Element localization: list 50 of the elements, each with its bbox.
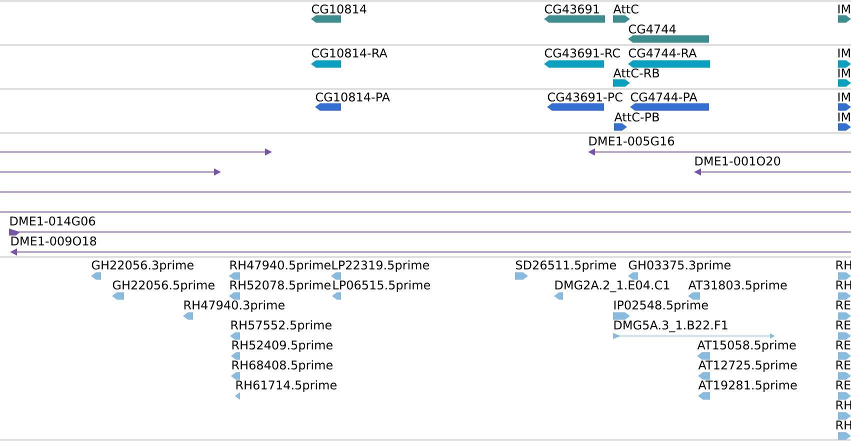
feature-label: DMG2A.2_1.E04.C1 (555, 280, 670, 292)
feature-label: CG10814-PA (316, 92, 390, 102)
feature-label: AttC-RB (613, 68, 660, 78)
feature-label: RE (836, 380, 850, 390)
feature-label: GH22056.3prime (92, 260, 194, 272)
feature-label: CG4744-RA (628, 48, 697, 58)
feature-label: AT19281.5prime (698, 380, 797, 392)
feature-label: CG43691-RC (544, 48, 620, 58)
feature-label: CG10814-RA (312, 48, 388, 58)
feature-label: AT15058.5prime (697, 340, 796, 352)
feature-label: IM (838, 4, 850, 14)
feature-label: DMG5A.3_1.B22.F1 (614, 320, 728, 332)
feature-label: RH (836, 400, 851, 410)
feature-label: CG43691-PC (548, 92, 622, 102)
feature-label: LP22319.5prime (332, 260, 430, 272)
feature-label: RE (836, 300, 850, 310)
feature-label: RH47940.5prime (230, 260, 330, 272)
feature-label: IM (838, 48, 850, 58)
feature-label: AT31803.5prime (688, 280, 787, 292)
feature-label: DME1-014G06 (10, 216, 96, 226)
feature-label: GH03375.3prime (628, 260, 730, 272)
feature-label: IM (838, 92, 850, 102)
feature-label: DME1-001O20 (695, 156, 780, 166)
feature-label: CG43691 (544, 4, 599, 14)
feature-label: CG10814 (312, 4, 366, 14)
feature-label: RE (836, 360, 850, 370)
feature-label: RH (836, 280, 851, 290)
feature-label: RH52409.5prime (232, 340, 332, 352)
feature-label: RH52078.5prime (230, 280, 330, 292)
feature-label: GH22056.5prime (112, 280, 214, 292)
feature-label: RE (836, 320, 850, 330)
feature-label: IM (838, 112, 850, 122)
feature-label: DME1-005G16 (589, 136, 674, 146)
feature-label: RH57552.5prime (231, 320, 332, 332)
feature-label: RH68408.5prime (232, 360, 332, 372)
feature-label: RH61714.5prime (236, 380, 336, 392)
feature-label: CG4744-PA (630, 92, 698, 102)
feature-label: LP06515.5prime (333, 280, 430, 292)
feature-label: RH47940.3prime (184, 300, 284, 312)
feature-label: AttC (613, 4, 638, 14)
feature-label: RE (836, 340, 850, 350)
feature-label: AttC-PB (614, 112, 659, 122)
feature-label: DME1-009O18 (11, 236, 96, 246)
feature-label: CG4744 (628, 24, 676, 34)
feature-label: AT12725.5prime (698, 360, 797, 372)
feature-label: IM (838, 68, 850, 78)
feature-label: RH (836, 420, 851, 430)
feature-label: SD26511.5prime (516, 260, 616, 272)
feature-label: RH (836, 260, 851, 270)
feature-label: IP02548.5prime (614, 300, 708, 312)
